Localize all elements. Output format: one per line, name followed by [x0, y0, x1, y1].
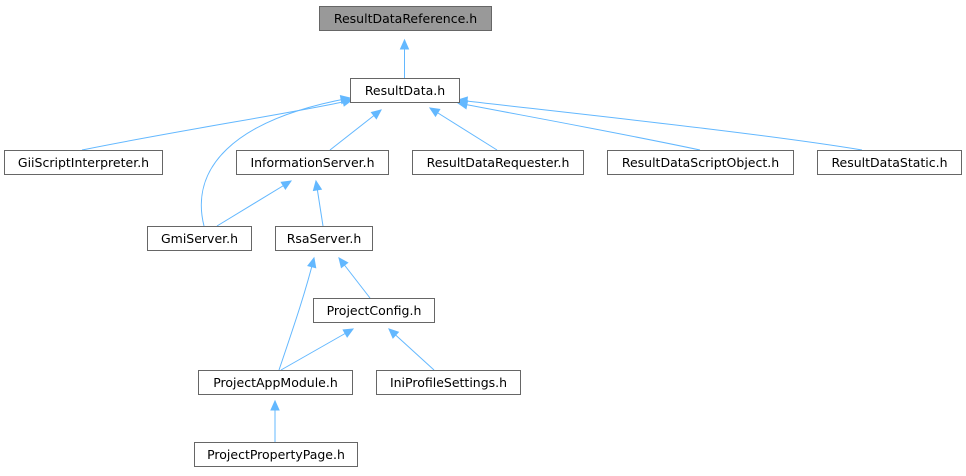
- edge-arrowhead: [370, 109, 382, 120]
- edge-arrowhead: [388, 328, 400, 339]
- edge-static-to-rd: [456, 96, 863, 151]
- edge-pam-to-rsa: [278, 256, 317, 371]
- edge-line: [329, 109, 382, 151]
- edge-arrowhead: [399, 38, 410, 50]
- edge-gmi-to-info: [216, 180, 293, 227]
- node-box: [4, 150, 163, 175]
- edge-req-to-rd: [428, 107, 498, 151]
- node-box: [350, 78, 460, 103]
- node-label: ResultDataReference.h: [334, 11, 477, 26]
- edge-rd-to-rdref: [399, 38, 410, 78]
- edge-gmi-to-rd: [200, 95, 352, 227]
- edge-pcfg-to-rsa: [338, 257, 371, 299]
- node-box: [194, 442, 358, 467]
- node-label: IniProfileSettings.h: [390, 375, 507, 390]
- node-label: ProjectAppModule.h: [213, 375, 338, 390]
- node-label: RsaServer.h: [287, 231, 362, 246]
- node-static[interactable]: ResultDataStatic.h: [817, 150, 962, 175]
- node-label: ProjectPropertyPage.h: [207, 447, 345, 462]
- edge-arrowhead: [342, 328, 355, 338]
- node-box: [198, 370, 353, 395]
- node-label: InformationServer.h: [250, 155, 374, 170]
- edges-layer: [81, 38, 863, 442]
- node-req[interactable]: ResultDataRequester.h: [412, 150, 584, 175]
- node-script[interactable]: ResultDataScriptObject.h: [607, 150, 794, 175]
- edge-arrowhead: [280, 180, 293, 191]
- edge-ppp-to-pam: [270, 399, 280, 442]
- node-gmi[interactable]: GmiServer.h: [147, 226, 252, 251]
- node-box: [313, 298, 435, 323]
- edge-gii-to-rd: [81, 97, 354, 151]
- edge-arrowhead: [428, 107, 441, 118]
- node-rsa[interactable]: RsaServer.h: [275, 226, 373, 251]
- nodes-layer: ResultDataReference.hResultData.hGiiScri…: [4, 6, 962, 467]
- node-label: ProjectConfig.h: [327, 303, 422, 318]
- edge-pam-to-pcfg: [280, 328, 355, 371]
- edge-arrowhead: [312, 179, 323, 192]
- edge-arrowhead: [307, 256, 317, 269]
- edge-info-to-rd: [329, 109, 382, 151]
- node-rdref[interactable]: ResultDataReference.h: [319, 6, 492, 31]
- node-label: ResultDataScriptObject.h: [622, 155, 779, 170]
- node-box: [412, 150, 584, 175]
- edge-script-to-rd: [456, 100, 701, 151]
- node-ppp[interactable]: ProjectPropertyPage.h: [194, 442, 358, 467]
- edge-line: [429, 107, 498, 151]
- node-box: [376, 370, 521, 395]
- edge-ini-to-pcfg: [388, 328, 435, 371]
- edge-line: [280, 328, 354, 371]
- edge-line: [278, 257, 315, 371]
- node-box: [817, 150, 962, 175]
- node-gii[interactable]: GiiScriptInterpreter.h: [4, 150, 163, 175]
- node-box: [236, 150, 389, 175]
- node-info[interactable]: InformationServer.h: [236, 150, 389, 175]
- edge-line: [81, 99, 353, 151]
- edge-line: [216, 180, 292, 227]
- edge-line: [388, 328, 435, 371]
- node-label: GmiServer.h: [161, 231, 238, 246]
- edge-line: [457, 99, 863, 151]
- node-box: [607, 150, 794, 175]
- node-pam[interactable]: ProjectAppModule.h: [198, 370, 353, 395]
- edge-rsa-to-info: [312, 179, 324, 227]
- node-box: [147, 226, 252, 251]
- node-box: [275, 226, 373, 251]
- edge-arrowhead: [270, 399, 280, 411]
- edge-line: [457, 102, 701, 151]
- node-rd[interactable]: ResultData.h: [350, 78, 460, 103]
- node-ini[interactable]: IniProfileSettings.h: [376, 370, 521, 395]
- node-label: GiiScriptInterpreter.h: [18, 155, 149, 170]
- node-box: [319, 6, 492, 31]
- node-label: ResultData.h: [365, 83, 445, 98]
- edge-arrowhead: [338, 257, 349, 269]
- edge-line: [200, 97, 351, 227]
- node-label: ResultDataStatic.h: [831, 155, 947, 170]
- edge-arrowhead: [456, 96, 468, 106]
- edge-arrowhead: [339, 95, 352, 105]
- node-label: ResultDataRequester.h: [427, 155, 570, 170]
- node-pcfg[interactable]: ProjectConfig.h: [313, 298, 435, 323]
